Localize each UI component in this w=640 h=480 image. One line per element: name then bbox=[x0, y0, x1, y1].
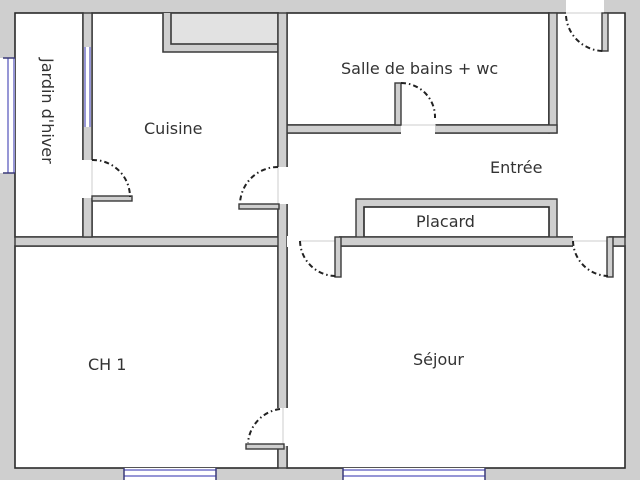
label-placard: Placard bbox=[416, 212, 475, 231]
label-cuisine: Cuisine bbox=[144, 119, 203, 138]
label-jardin-dhiver: Jardin d'hiver bbox=[38, 58, 57, 164]
door-swing-icon bbox=[91, 158, 131, 198]
window-jardin-cuisine bbox=[84, 47, 91, 127]
door-leaf-sejour-left[interactable] bbox=[334, 236, 342, 278]
doorway-sdb bbox=[401, 124, 435, 134]
door-leaf-ch1[interactable] bbox=[245, 443, 285, 450]
label-sejour: Séjour bbox=[413, 350, 464, 369]
door-leaf-front[interactable] bbox=[601, 12, 609, 52]
window-sejour bbox=[342, 468, 486, 480]
doorway-jardin-cuisine bbox=[82, 160, 93, 198]
door-swing-icon bbox=[572, 240, 609, 277]
door-swing-icon bbox=[400, 82, 437, 119]
wall-center bbox=[277, 12, 288, 469]
label-salle-de-bains: Salle de bains + wc bbox=[341, 59, 499, 78]
door-leaf-sejour-right[interactable] bbox=[606, 236, 614, 278]
doorway-cuisine-entree bbox=[277, 167, 288, 204]
window-jardin-outer bbox=[0, 57, 15, 174]
label-entree: Entrée bbox=[490, 158, 543, 177]
door-leaf-cuisine[interactable] bbox=[238, 203, 280, 210]
door-leaf-jardin-cuisine[interactable] bbox=[91, 195, 133, 202]
wall-sdb-right bbox=[548, 12, 558, 134]
window-ch1 bbox=[123, 468, 217, 480]
doorway-front bbox=[566, 0, 604, 14]
room-ch1 bbox=[14, 245, 279, 469]
cuisine-cupboard bbox=[170, 12, 279, 45]
room-sejour bbox=[286, 245, 626, 469]
room-salle-de-bains bbox=[286, 12, 550, 126]
door-swing-icon bbox=[299, 240, 337, 277]
room-jardin-dhiver bbox=[14, 12, 84, 238]
door-swing-icon bbox=[565, 15, 604, 52]
door-swing-icon bbox=[239, 165, 279, 204]
label-ch1: CH 1 bbox=[88, 355, 127, 374]
door-leaf-sdb[interactable] bbox=[394, 82, 402, 126]
door-swing-icon bbox=[247, 408, 281, 444]
